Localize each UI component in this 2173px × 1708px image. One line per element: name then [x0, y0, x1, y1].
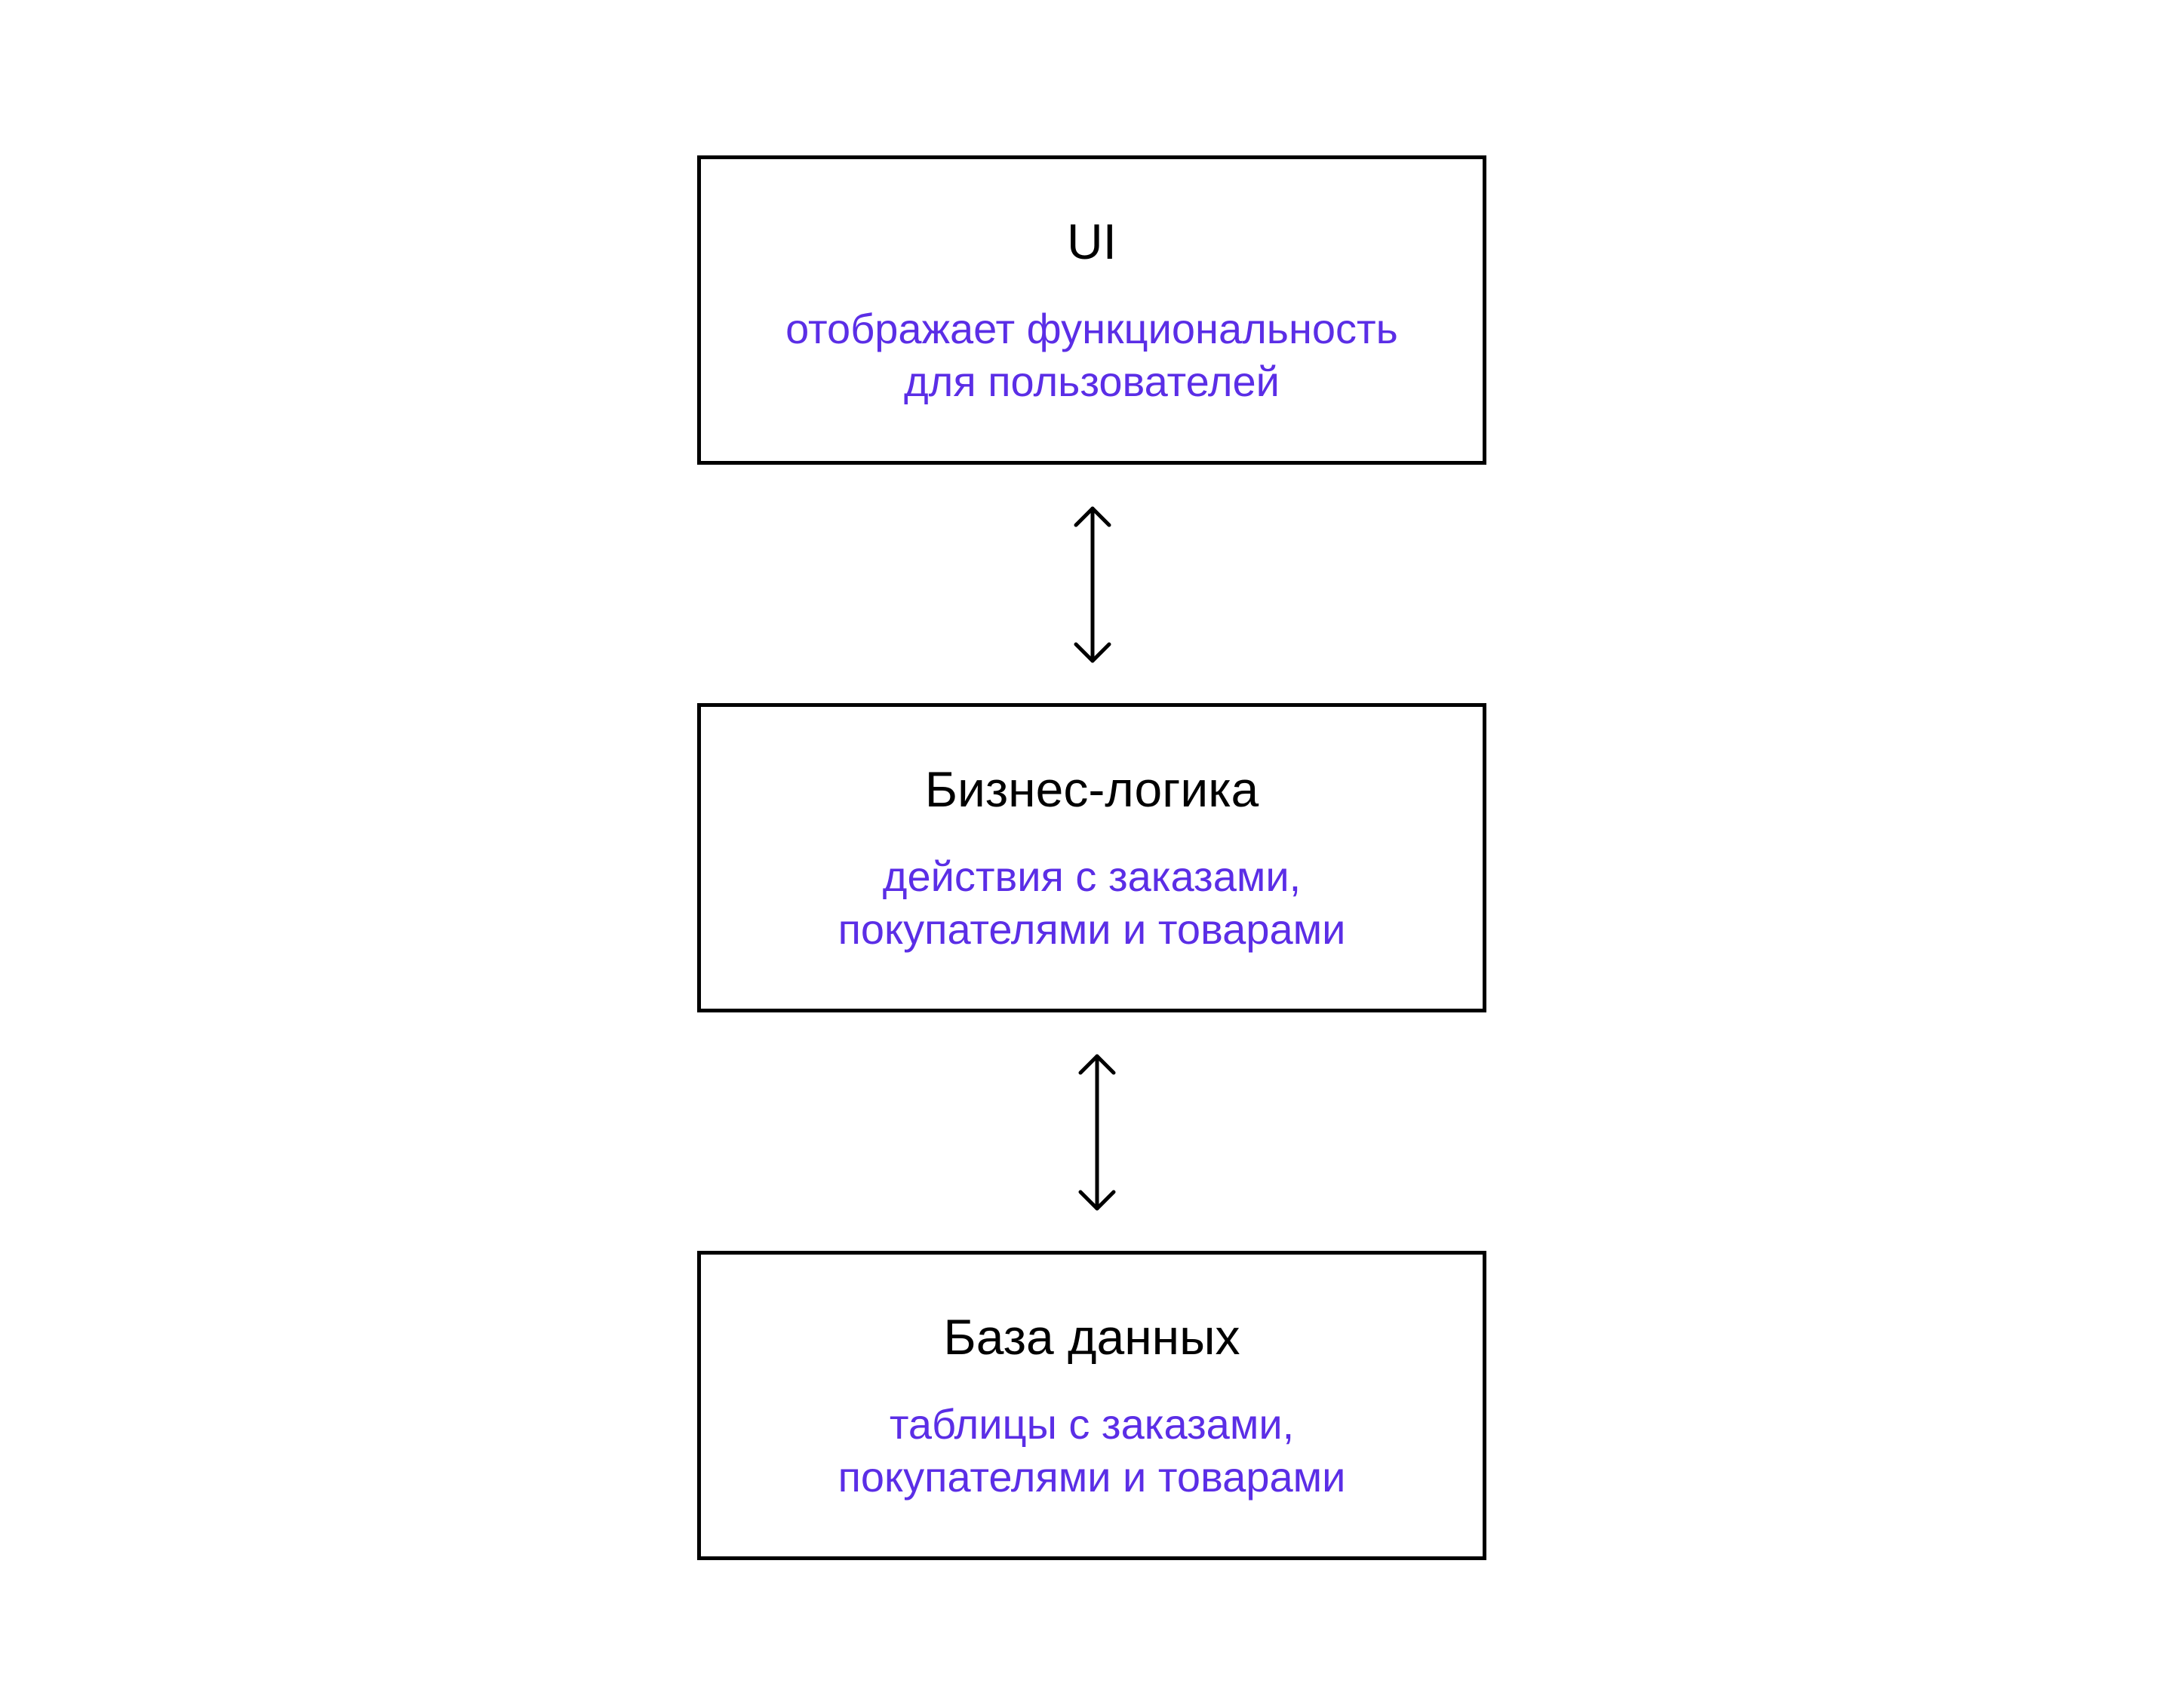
- layer-description-line: таблицы с заказами,: [889, 1400, 1295, 1448]
- layer-description-line: действия с заказами,: [882, 852, 1302, 900]
- layer-description-line: для пользователей: [904, 358, 1280, 405]
- layer-description-line: отображает функциональность: [785, 305, 1398, 352]
- layer-description-line: покупателями и товарами: [838, 905, 1346, 953]
- layer-description: отображает функциональность для пользова…: [785, 303, 1398, 408]
- layer-title: UI: [1067, 214, 1117, 269]
- layer-box-ui: UI отображает функциональность для польз…: [697, 155, 1486, 465]
- layer-box-database: База данных таблицы с заказами, покупате…: [697, 1251, 1486, 1560]
- layer-description: действия с заказами, покупателями и това…: [838, 850, 1346, 956]
- double-arrow-vertical-icon: [1070, 505, 1115, 664]
- layer-title: Бизнес-логика: [924, 761, 1259, 817]
- layer-title: База данных: [943, 1309, 1240, 1365]
- double-arrow-vertical-icon: [1074, 1053, 1120, 1212]
- layer-description-line: покупателями и товарами: [838, 1453, 1346, 1501]
- layer-box-business-logic: Бизнес-логика действия с заказами, покуп…: [697, 703, 1486, 1012]
- layer-description: таблицы с заказами, покупателями и товар…: [838, 1398, 1346, 1504]
